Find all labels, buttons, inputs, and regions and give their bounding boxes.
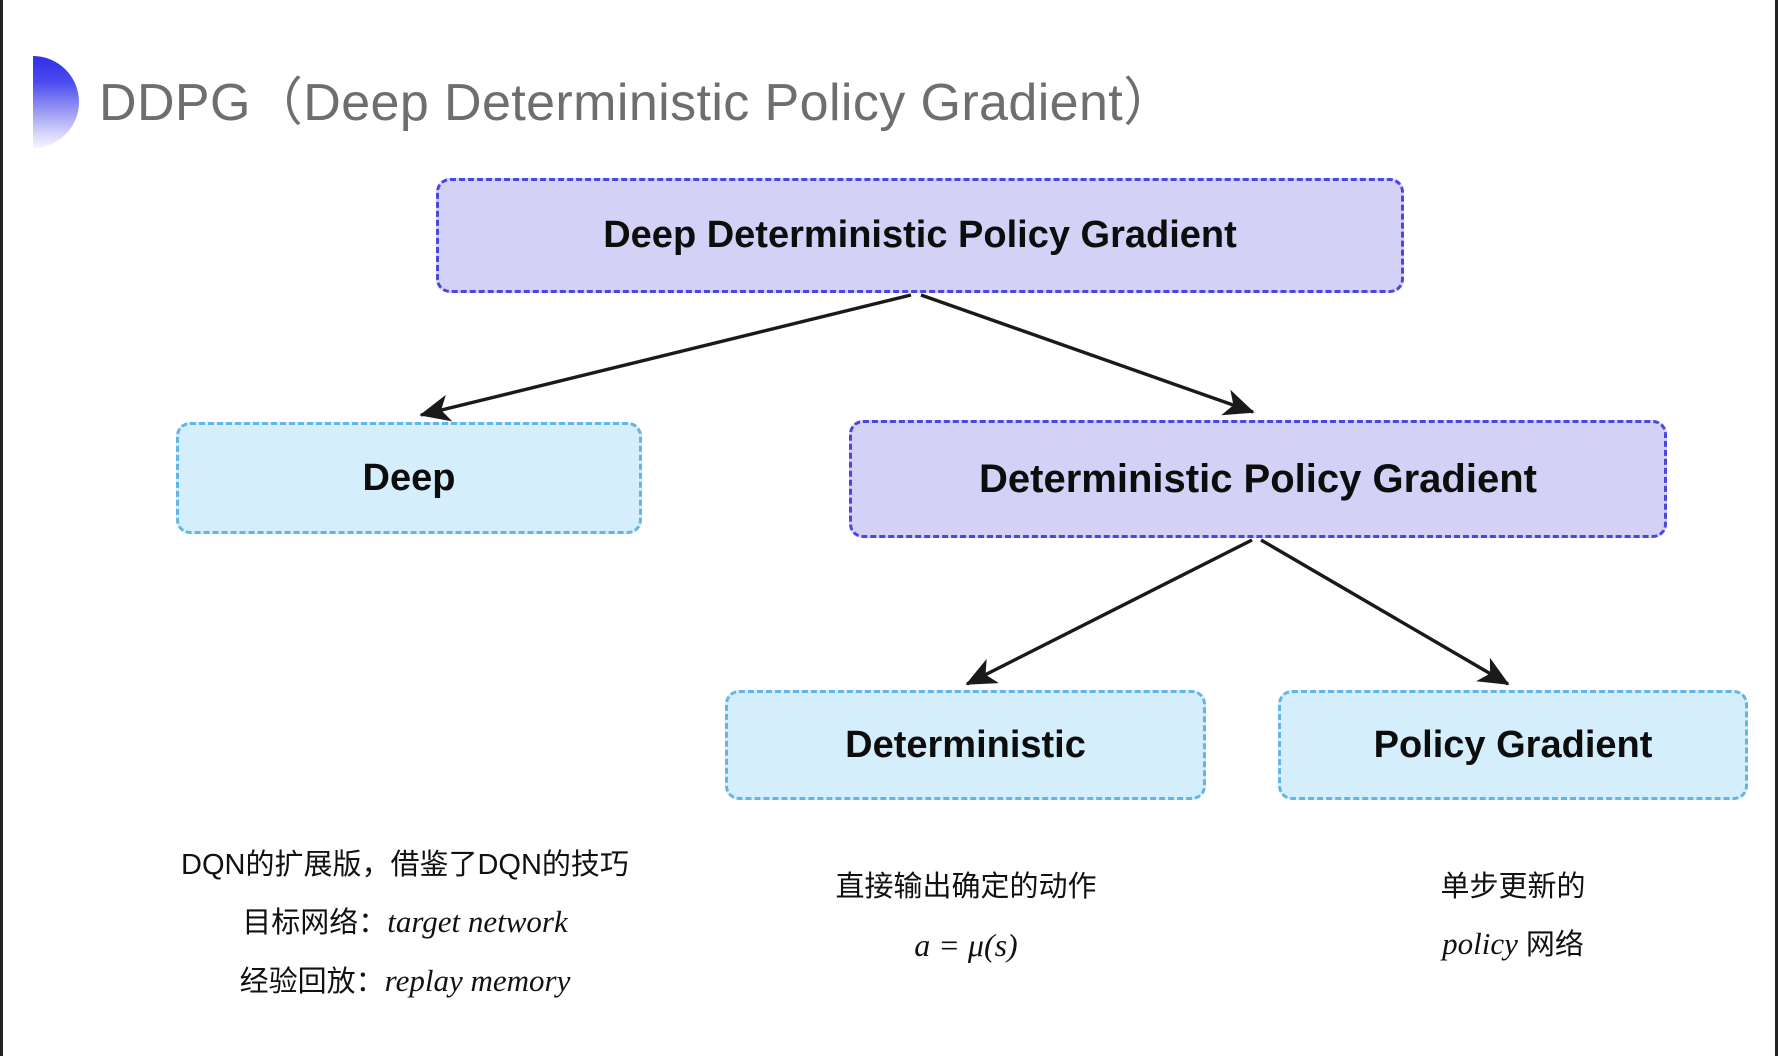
caption-deterministic: 直接输出确定的动作 a = μ(s) <box>723 860 1209 976</box>
caption-deterministic-formula: a = μ(s) <box>914 927 1018 964</box>
caption-deep-line3-term: replay memory <box>384 962 571 998</box>
edge-dpg-to-deterministic <box>965 538 1253 686</box>
caption-policy-gradient-term: policy <box>1442 926 1518 962</box>
caption-policy-gradient-suffix: 网络 <box>1517 929 1584 962</box>
title-accent-shape <box>17 56 79 148</box>
node-deterministic-policy-gradient[interactable]: Deterministic Policy Gradient <box>849 420 1667 538</box>
caption-deep: DQN的扩展版，借鉴了DQN的技巧 目标网络：target network 经验… <box>145 838 665 1011</box>
node-deep-deterministic-policy-gradient[interactable]: Deep Deterministic Policy Gradient <box>436 178 1404 293</box>
caption-policy-gradient-line2: policy 网络 <box>1275 915 1751 974</box>
node-deep[interactable]: Deep <box>176 422 642 534</box>
node-deterministic[interactable]: Deterministic <box>725 690 1206 800</box>
caption-policy-gradient-line1: 单步更新的 <box>1440 871 1586 903</box>
edge-root-to-deep <box>419 293 912 422</box>
caption-deep-line2-label: 目标网络： <box>242 907 388 940</box>
caption-deep-line1: DQN的扩展版，借鉴了DQN的技巧 <box>181 849 629 881</box>
caption-deep-line2-term: target network <box>387 904 568 940</box>
page-title: DDPG（Deep Deterministic Policy Gradient） <box>99 74 1176 132</box>
caption-deep-line2: 目标网络：target network <box>145 893 665 952</box>
node-policy-gradient[interactable]: Policy Gradient <box>1278 690 1748 800</box>
edge-root-to-dpg <box>920 293 1255 416</box>
edge-dpg-to-policy-gradient <box>1260 538 1510 686</box>
caption-deep-line3-label: 经验回放： <box>239 965 385 998</box>
caption-policy-gradient: 单步更新的 policy 网络 <box>1275 860 1751 974</box>
caption-deep-line3: 经验回放：replay memory <box>145 952 665 1011</box>
caption-deterministic-line1: 直接输出确定的动作 <box>835 871 1097 903</box>
